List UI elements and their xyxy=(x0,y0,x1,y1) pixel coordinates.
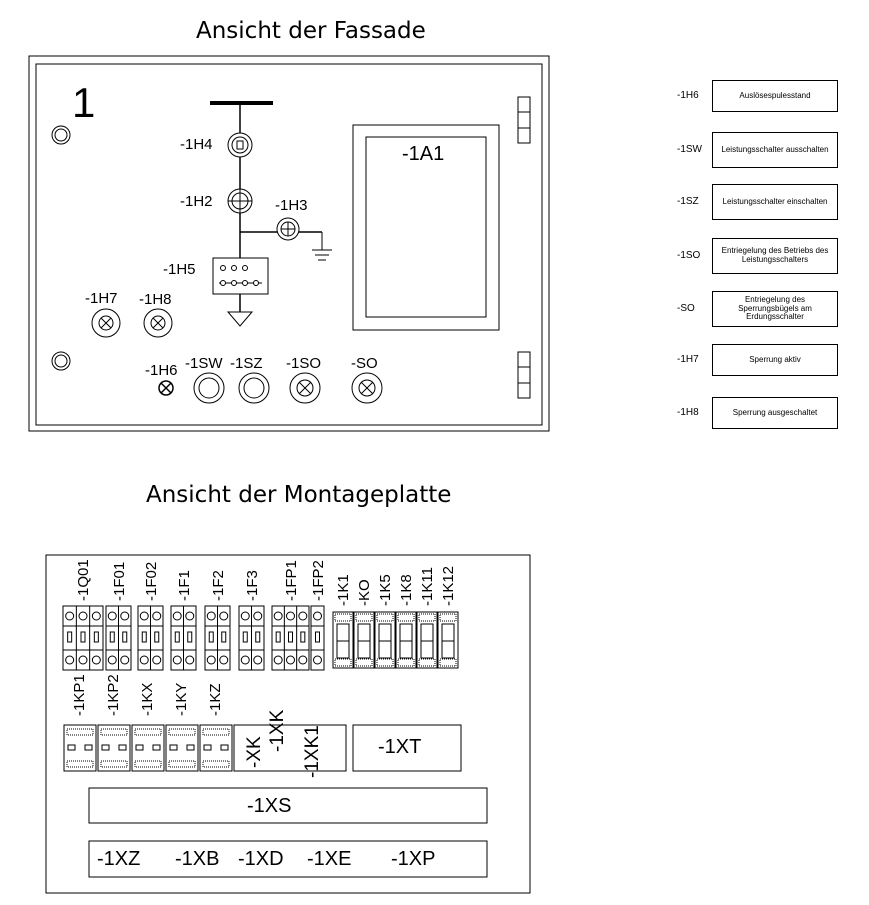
legend-code: -1H6 xyxy=(677,90,699,101)
relay xyxy=(353,611,375,669)
legend-entry: Sperrung aktiv xyxy=(712,344,838,376)
terminal-label: -1XB xyxy=(175,848,220,870)
legend-entry: Sperrung ausgeschaltet xyxy=(712,397,838,429)
breaker-label: -1F2 xyxy=(209,570,227,601)
relay-label: -1K1 xyxy=(335,574,352,606)
legend-entry: Auslösespulesstand xyxy=(712,80,838,112)
legend-code: -1SZ xyxy=(677,196,699,207)
contactor-label: -1KZ xyxy=(207,683,224,716)
label-1h7: -1H7 xyxy=(85,290,118,307)
circuit-breaker xyxy=(137,605,164,671)
label-1so: -1SO xyxy=(286,355,322,372)
contactor-label: -1KP2 xyxy=(105,674,122,716)
label-1h3: -1H3 xyxy=(275,197,308,214)
relay-label: -KO xyxy=(356,579,373,606)
legend-entry: Leistungsschalter einschalten xyxy=(712,184,838,220)
breaker-row xyxy=(62,605,325,671)
contactor xyxy=(63,724,97,772)
legend-code: -SO xyxy=(677,303,695,314)
label-1xt: -1XT xyxy=(378,736,422,758)
contactor xyxy=(165,724,199,772)
terminal-label: -1XP xyxy=(391,848,436,870)
label-1xs: -1XS xyxy=(247,795,292,817)
circuit-breaker xyxy=(170,605,197,671)
terminal-label: -1XZ xyxy=(97,848,141,870)
breaker-label: -1FP1 xyxy=(282,560,300,601)
relay-label: -1K5 xyxy=(377,574,394,606)
breaker-label: -1FP2 xyxy=(309,560,327,601)
contactor-label: -1KX xyxy=(139,682,156,716)
xk-label: -XK xyxy=(244,736,265,768)
relay xyxy=(395,611,417,669)
relay xyxy=(332,611,354,669)
contactor-label: -1KP1 xyxy=(71,674,88,716)
panel-number: 1 xyxy=(72,79,96,126)
relay xyxy=(374,611,396,669)
plate-title: Ansicht der Montageplatte xyxy=(146,482,452,508)
contactor xyxy=(97,724,131,772)
legend-code: -1SW xyxy=(677,144,702,155)
relay xyxy=(437,611,459,669)
circuit-breaker xyxy=(204,605,231,671)
legend-code: -1SO xyxy=(677,250,701,261)
relay-label: -1K8 xyxy=(398,574,415,606)
relay-label: -1K11 xyxy=(419,567,436,606)
label-so: -SO xyxy=(351,355,378,372)
legend-code: -1H7 xyxy=(677,354,699,365)
label-1sz: -1SZ xyxy=(230,355,263,372)
legend-entry: Entriegelung des Betriebs des Leistungss… xyxy=(712,238,838,274)
relay-label: -1K12 xyxy=(440,565,457,606)
contactor xyxy=(199,724,233,772)
label-1h2: -1H2 xyxy=(180,193,213,210)
contactor-label: -1KY xyxy=(173,682,190,716)
breaker-label: -1F1 xyxy=(175,570,193,601)
terminal-label: -1XE xyxy=(307,848,352,870)
label-1h4: -1H4 xyxy=(180,136,213,153)
legend-entry: Leistungsschalter ausschalten xyxy=(712,132,838,168)
label-1sw: -1SW xyxy=(185,355,223,372)
breaker-label: -1F3 xyxy=(243,570,261,601)
breaker-label: -1Q01 xyxy=(75,559,92,601)
legend-code: -1H8 xyxy=(677,407,699,418)
facade-title: Ansicht der Fassade xyxy=(196,18,426,44)
circuit-breaker xyxy=(238,605,265,671)
mid-relay-row xyxy=(63,724,233,772)
circuit-breaker xyxy=(310,605,325,671)
label-1h5: -1H5 xyxy=(163,261,196,278)
label-1a1: -1A1 xyxy=(402,143,445,165)
xk-label: -1XK xyxy=(267,709,288,752)
relay-row xyxy=(332,611,459,669)
relay xyxy=(416,611,438,669)
circuit-breaker xyxy=(62,605,104,671)
legend-entry: Entriegelung des Sperrungsbügels am Erdu… xyxy=(712,291,838,327)
contactor xyxy=(131,724,165,772)
breaker-label: -1F02 xyxy=(142,561,160,601)
label-1h6: -1H6 xyxy=(145,362,178,379)
circuit-breaker xyxy=(271,605,310,671)
xk-label: -1XK1 xyxy=(302,725,323,778)
breaker-label: -1F01 xyxy=(110,561,128,601)
circuit-breaker xyxy=(105,605,132,671)
label-1h8: -1H8 xyxy=(139,291,172,308)
terminal-label: -1XD xyxy=(238,848,284,870)
